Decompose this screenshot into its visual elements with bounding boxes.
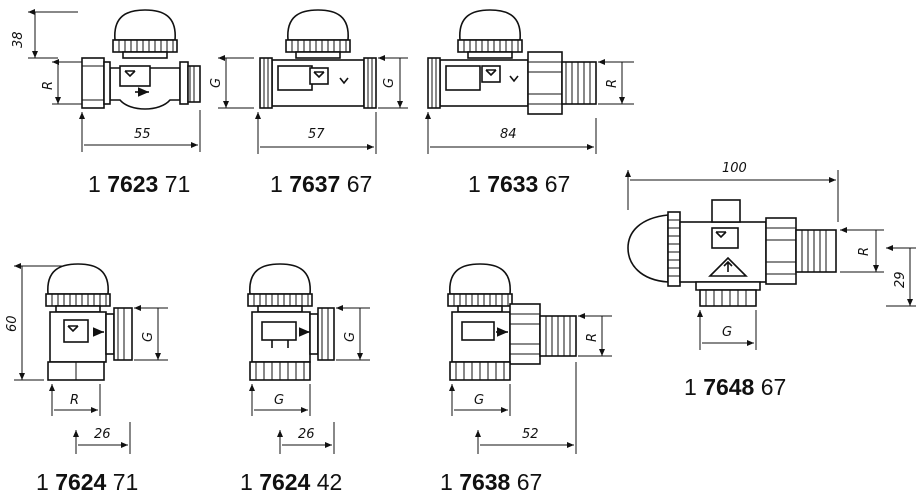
dim-R-label-6: R: [585, 333, 600, 342]
dim-R-label-3: R: [605, 79, 620, 88]
dim-26b-label: 26: [298, 427, 315, 442]
dim-G-label-3: G: [382, 78, 397, 88]
dim-G-label-6: G: [474, 393, 484, 408]
valve-7637-dimensions: G G 57: [209, 58, 408, 154]
dim-29-label: 29: [893, 271, 908, 288]
valve-7648-dimensions: 100 R 29 G: [628, 161, 916, 350]
valve-7624-71-drawing: [45, 263, 133, 381]
dim-G-label-4: G: [141, 332, 156, 342]
valve-7623-71-drawing: [81, 9, 201, 110]
caption-7638-67: 1 7638 67: [440, 469, 542, 495]
dim-60-label: 60: [5, 315, 20, 332]
dim-G-label-8: G: [722, 325, 732, 340]
valve-7638-67-dimensions: R G 52: [452, 316, 612, 454]
dim-100-label: 100: [722, 161, 747, 176]
dim-R-label: R: [41, 81, 56, 90]
valve-7633-67-drawing: [427, 9, 597, 115]
dim-84-label: 84: [500, 127, 517, 142]
dim-R-label-8: R: [857, 247, 872, 256]
valve-7624-71-dimensions: 60 G R 26: [5, 266, 168, 454]
caption-7633-67: 1 7633 67: [468, 171, 570, 197]
dim-R-label-4: R: [70, 393, 79, 408]
valve-7623-dimensions: 38 R 55: [11, 12, 200, 152]
valve-7648-67-drawing: [627, 199, 837, 307]
dim-G-label-2: G: [209, 78, 224, 88]
dim-55-label: 55: [134, 127, 151, 142]
dim-52-label: 52: [522, 427, 539, 442]
caption-7648-67: 1 7648 67: [684, 374, 786, 400]
caption-7624-42: 1 7624 42: [240, 469, 342, 495]
caption-7623-71: 1 7623 71: [88, 171, 190, 197]
valve-7624-42-dimensions: G G 26: [252, 308, 370, 454]
dim-57-label: 57: [308, 127, 325, 142]
dim-38-label: 38: [11, 31, 26, 48]
caption-7637-67: 1 7637 67: [270, 171, 372, 197]
caption-7624-71: 1 7624 71: [36, 469, 138, 495]
valve-7638-67-drawing: [447, 263, 577, 381]
valve-7633-dimensions: R 84: [428, 62, 634, 154]
valve-7624-42-drawing: [247, 263, 335, 381]
valve-7637-67-drawing: [259, 9, 377, 109]
dim-G-label-5: G: [343, 332, 358, 342]
dim-26a-label: 26: [94, 427, 111, 442]
dim-G-label-5b: G: [274, 393, 284, 408]
